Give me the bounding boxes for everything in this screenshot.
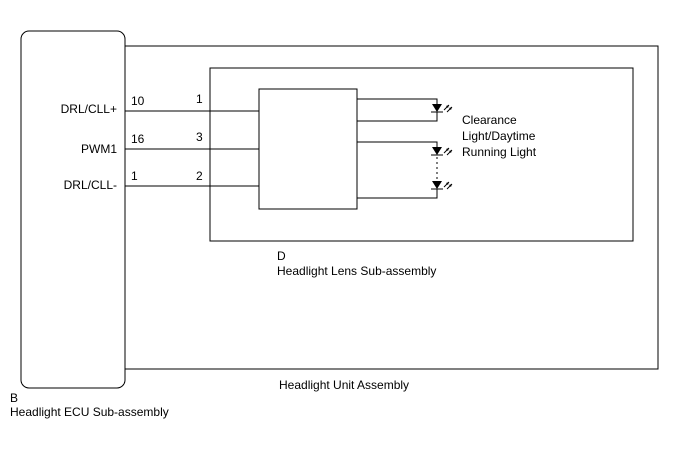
led-diode-icon (431, 147, 453, 156)
ecu-signal-label: DRL/CLL+ (61, 102, 117, 116)
ecu-name-label: Headlight ECU Sub-assembly (10, 405, 169, 419)
led-driver-module (258, 88, 358, 210)
ecu-connector-letter: B (10, 391, 18, 405)
ecu-pin-number: 16 (131, 132, 145, 146)
led-3-cathode-wire (357, 189, 438, 199)
ecu-pin-number: 1 (131, 169, 138, 183)
led-diode-icon (431, 181, 453, 190)
ecu-signal-label: PWM1 (81, 142, 117, 156)
lens-connector-letter: D (277, 249, 286, 263)
light-label-line: Clearance (462, 113, 517, 127)
led-1-anode-wire (357, 98, 438, 104)
led-diode-icon (431, 104, 453, 113)
headlight-unit-frame (123, 45, 659, 370)
lens-pin-number: 1 (196, 92, 203, 106)
light-label-line: Running Light (462, 145, 537, 159)
ecu-box (20, 30, 126, 389)
led-1-cathode-wire (357, 112, 438, 122)
led-2-anode-wire (357, 141, 438, 147)
ecu-signal-label: DRL/CLL- (64, 178, 117, 192)
unit-name-label: Headlight Unit Assembly (279, 378, 409, 392)
ecu-pin-number: 10 (131, 94, 145, 108)
light-label-line: Light/Daytime (462, 129, 536, 143)
lens-pin-number: 3 (196, 130, 203, 144)
lens-pin-number: 2 (196, 169, 203, 183)
lens-name-label: Headlight Lens Sub-assembly (277, 264, 436, 278)
lens-box (209, 67, 634, 242)
